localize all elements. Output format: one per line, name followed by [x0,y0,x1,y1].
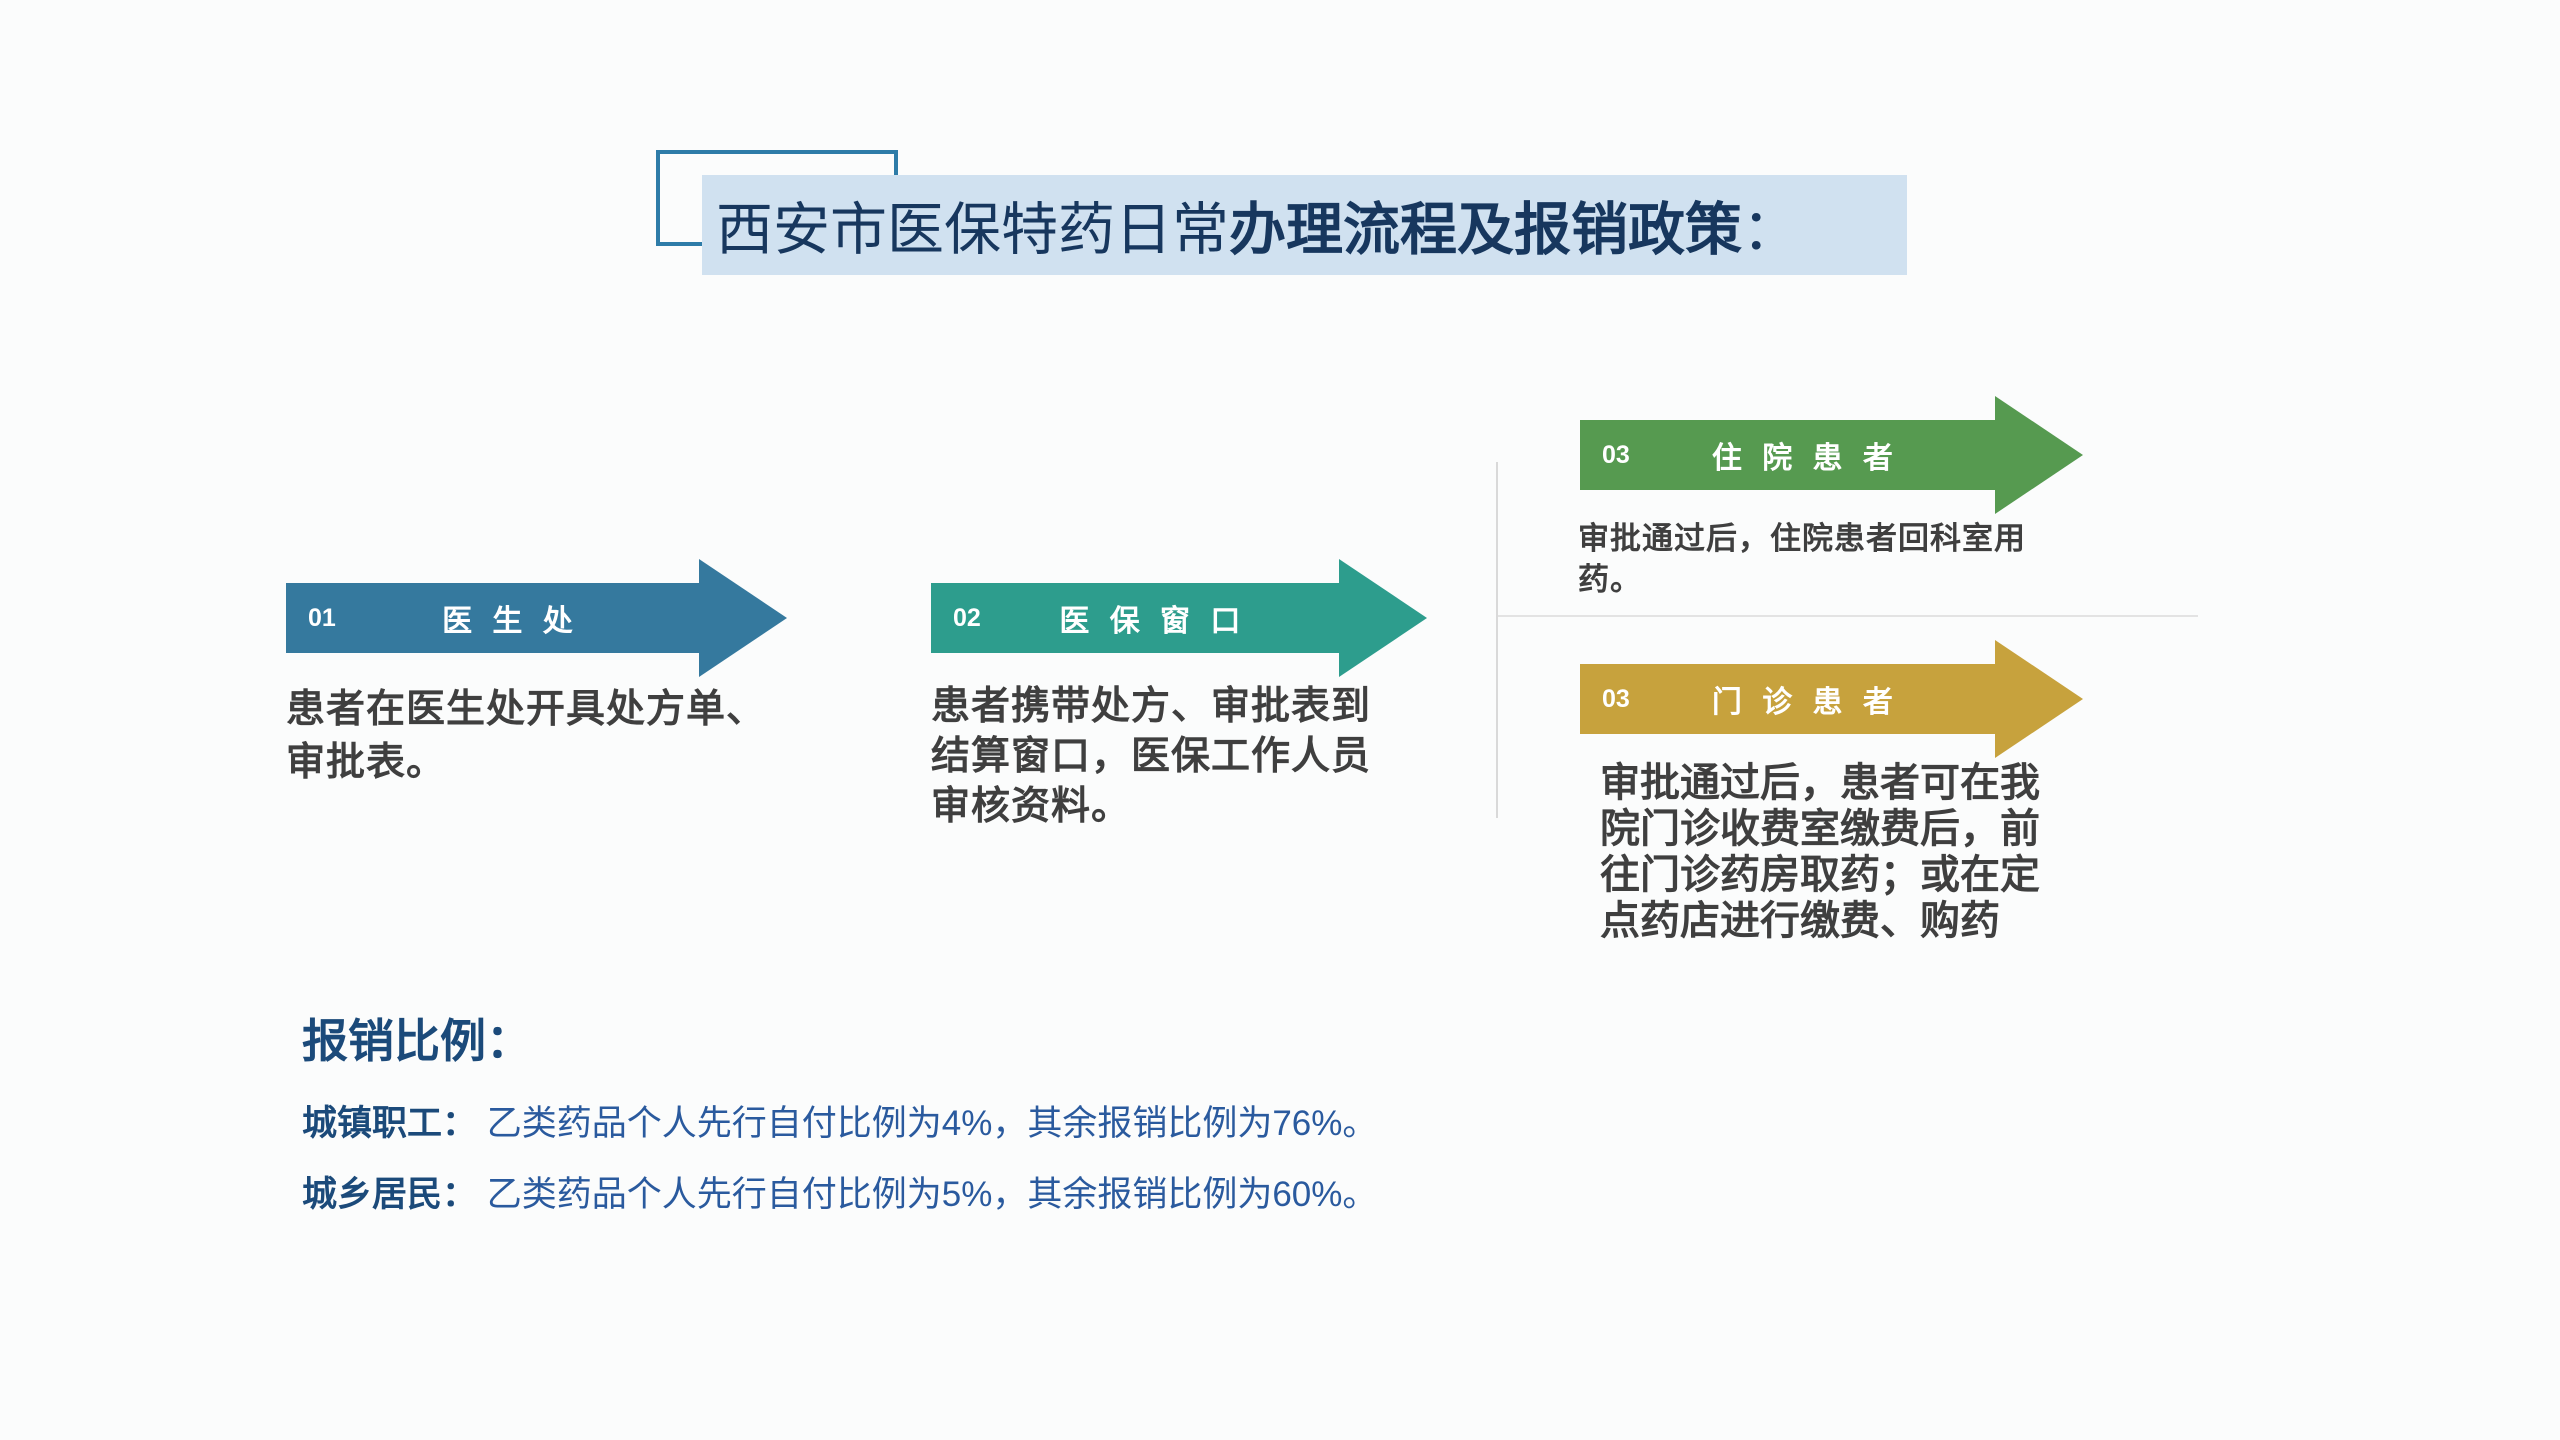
page-title: 西安市医保特药日常 办理流程及报销政策 ： [702,175,1907,275]
step-number: 01 [308,603,336,632]
step-description-inpatient: 审批通过后，住院患者回科室用药。 [1578,521,2026,597]
arrow-banner: 03 门 诊 患 者 [1580,664,1995,734]
step-number: 03 [1602,440,1630,469]
vertical-divider [1496,462,1498,818]
step-arrow-inpatient: 03 住 院 患 者 [1580,396,2083,514]
reimbursement-item-text: 乙类药品个人先行自付比例为4%，其余报销比例为76%。 [486,1104,1378,1143]
step-label: 住 院 患 者 [1711,442,1899,475]
step-description-doctor-office: 患者在医生处开具处方单、审批表。 [286,688,767,784]
step-description-outpatient: 审批通过后，患者可在我院门诊收费室缴费后，前往门诊药房取药；或在定点药店进行缴费… [1600,761,2040,943]
arrow-head-icon [1995,640,2083,758]
reimbursement-item-label: 城镇职工： [302,1104,478,1143]
step-label: 门 诊 患 者 [1711,686,1899,719]
step-arrow-outpatient: 03 门 诊 患 者 [1580,640,2083,758]
title-text-normal: 西安市医保特药日常 [716,198,1229,262]
arrow-banner: 02 医 保 窗 口 [931,583,1339,653]
title-text-bold: 办理流程及报销政策 [1229,198,1742,262]
reimbursement-item-rural-residents: 城乡居民： 乙类药品个人先行自付比例为5%，其余报销比例为60%。 [302,1166,1377,1217]
reimbursement-item-text: 乙类药品个人先行自付比例为5%，其余报销比例为60%。 [486,1175,1378,1214]
horizontal-divider [1498,615,2198,617]
arrow-head-icon [1995,396,2083,514]
arrow-banner: 03 住 院 患 者 [1580,420,1995,490]
arrow-banner: 01 医 生 处 [286,583,699,653]
step-label: 医 生 处 [442,605,579,638]
reimbursement-item-label: 城乡居民： [302,1175,478,1214]
reimbursement-item-urban-employees: 城镇职工： 乙类药品个人先行自付比例为4%，其余报销比例为76%。 [302,1095,1377,1146]
step-number: 02 [953,603,981,632]
step-arrow-insurance-window: 02 医 保 窗 口 [931,559,1427,677]
step-arrow-doctor-office: 01 医 生 处 [286,559,787,677]
step-label: 医 保 窗 口 [1059,605,1247,638]
title-colon: ： [1742,198,1799,262]
arrow-head-icon [699,559,787,677]
step-number: 03 [1602,684,1630,713]
reimbursement-heading: 报销比例： [302,1015,532,1067]
arrow-head-icon [1339,559,1427,677]
step-description-insurance-window: 患者携带处方、审批表到结算窗口，医保工作人员审核资料。 [931,685,1372,828]
